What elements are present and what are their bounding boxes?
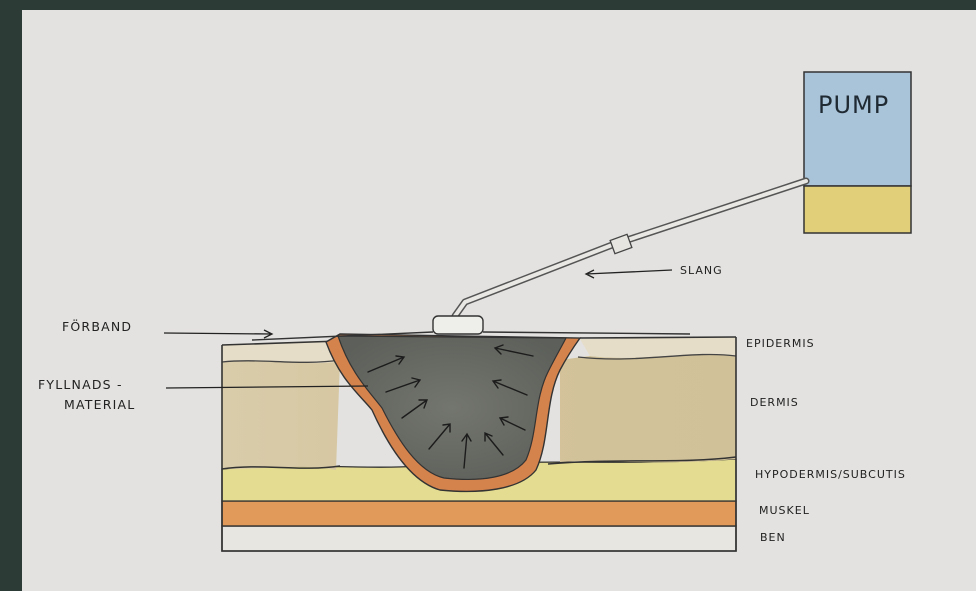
hypodermis-label: HYPODERMIS/SUBCUTIS bbox=[755, 468, 906, 481]
pump-label: PUMP bbox=[818, 91, 889, 119]
pump-reservoir bbox=[804, 186, 911, 233]
pump: PUMP bbox=[804, 72, 911, 233]
forband-label: FÖRBAND bbox=[62, 318, 132, 334]
top-surface-line-right bbox=[580, 337, 736, 338]
fyllnads-label-line1: FYLLNADS - bbox=[38, 377, 123, 392]
epidermis-label: EPIDERMIS bbox=[746, 337, 815, 350]
bone-layer bbox=[222, 526, 736, 551]
dressing-port bbox=[433, 316, 483, 334]
dermis-label: DERMIS bbox=[750, 396, 799, 409]
pump-top-box bbox=[804, 72, 911, 186]
muskel-label: MUSKEL bbox=[759, 504, 810, 517]
slang-label: SLANG bbox=[680, 264, 723, 277]
fyllnads-label-line2: MATERIAL bbox=[64, 397, 135, 412]
muscle-layer bbox=[222, 501, 736, 526]
ben-label: BEN bbox=[760, 531, 786, 544]
